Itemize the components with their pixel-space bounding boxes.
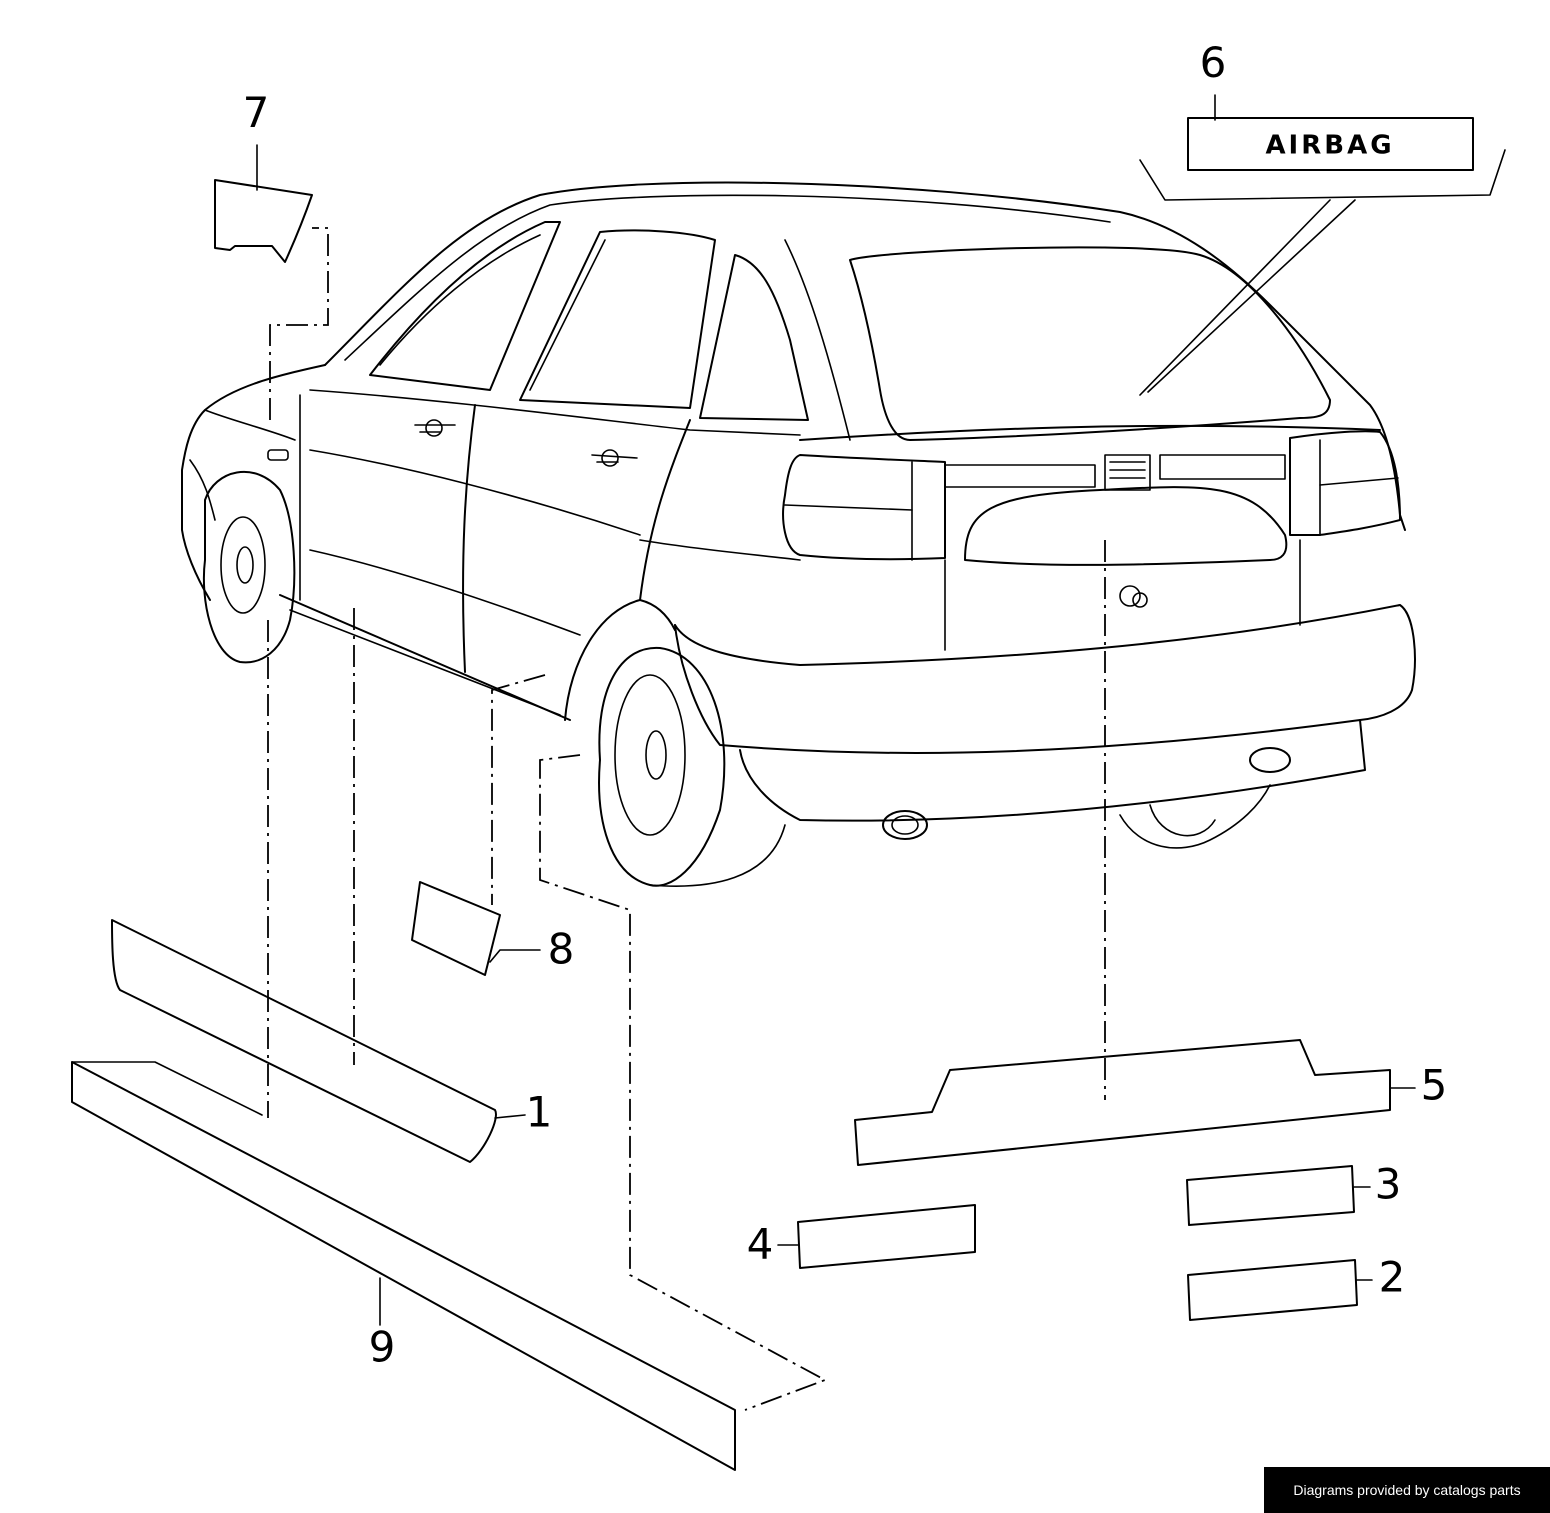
- callout-6: 6: [1200, 38, 1227, 87]
- part-4-plate: [797, 1204, 976, 1269]
- leader-lines: [267, 227, 1106, 1411]
- part-3-plate: [1186, 1165, 1355, 1226]
- part-9-strip: [71, 1061, 736, 1471]
- part-7-shape: [214, 179, 313, 263]
- part-6-airbag-sticker: AIRBAG: [1139, 117, 1506, 396]
- part-5-panel: [854, 1039, 1391, 1166]
- callout-1: 1: [526, 1088, 553, 1137]
- callout-5: 5: [1421, 1061, 1448, 1110]
- part-8-shape: [411, 881, 501, 976]
- callouts: 7 6 8 1 9 5 3 2 4: [243, 38, 1448, 1372]
- part-2-plate: [1187, 1259, 1358, 1321]
- car-illustration: [181, 181, 1416, 887]
- callout-9: 9: [369, 1323, 396, 1372]
- callout-8: 8: [548, 925, 575, 974]
- callout-2: 2: [1379, 1253, 1406, 1302]
- part-1-strip: [111, 919, 497, 1163]
- callout-4: 4: [747, 1220, 774, 1269]
- credit-banner: Diagrams provided by catalogs parts: [1264, 1467, 1550, 1513]
- callout-3: 3: [1375, 1160, 1402, 1209]
- callout-7: 7: [243, 88, 270, 137]
- airbag-label-text: AIRBAG: [1265, 131, 1394, 161]
